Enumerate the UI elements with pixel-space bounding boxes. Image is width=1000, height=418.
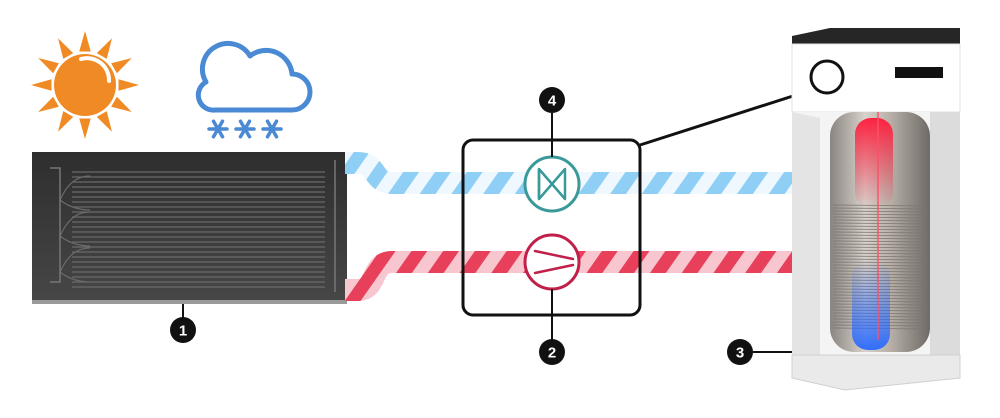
- callout-number-valve: 4: [548, 93, 557, 110]
- callout-tank: 3: [727, 339, 753, 365]
- snow-cloud-icon: [195, 40, 313, 139]
- hot-pipe: [345, 251, 795, 301]
- zoom-connector-line: [639, 86, 819, 147]
- water-heater-tank: [791, 28, 961, 391]
- callout-number-tank: 3: [736, 345, 744, 362]
- callout-compressor: 2: [539, 339, 565, 365]
- expansion-valve-icon: [523, 155, 581, 213]
- compressor-icon: [523, 233, 581, 291]
- callout-number-compressor: 2: [548, 345, 556, 362]
- sun-icon: [31, 31, 139, 139]
- zoom-indicator-circle: [809, 59, 845, 95]
- solar-panel: [32, 152, 347, 304]
- callout-panel: 1: [170, 317, 196, 343]
- callout-number-panel: 1: [179, 323, 187, 340]
- cold-pipe: [345, 152, 795, 194]
- callout-valve: 4: [539, 87, 565, 113]
